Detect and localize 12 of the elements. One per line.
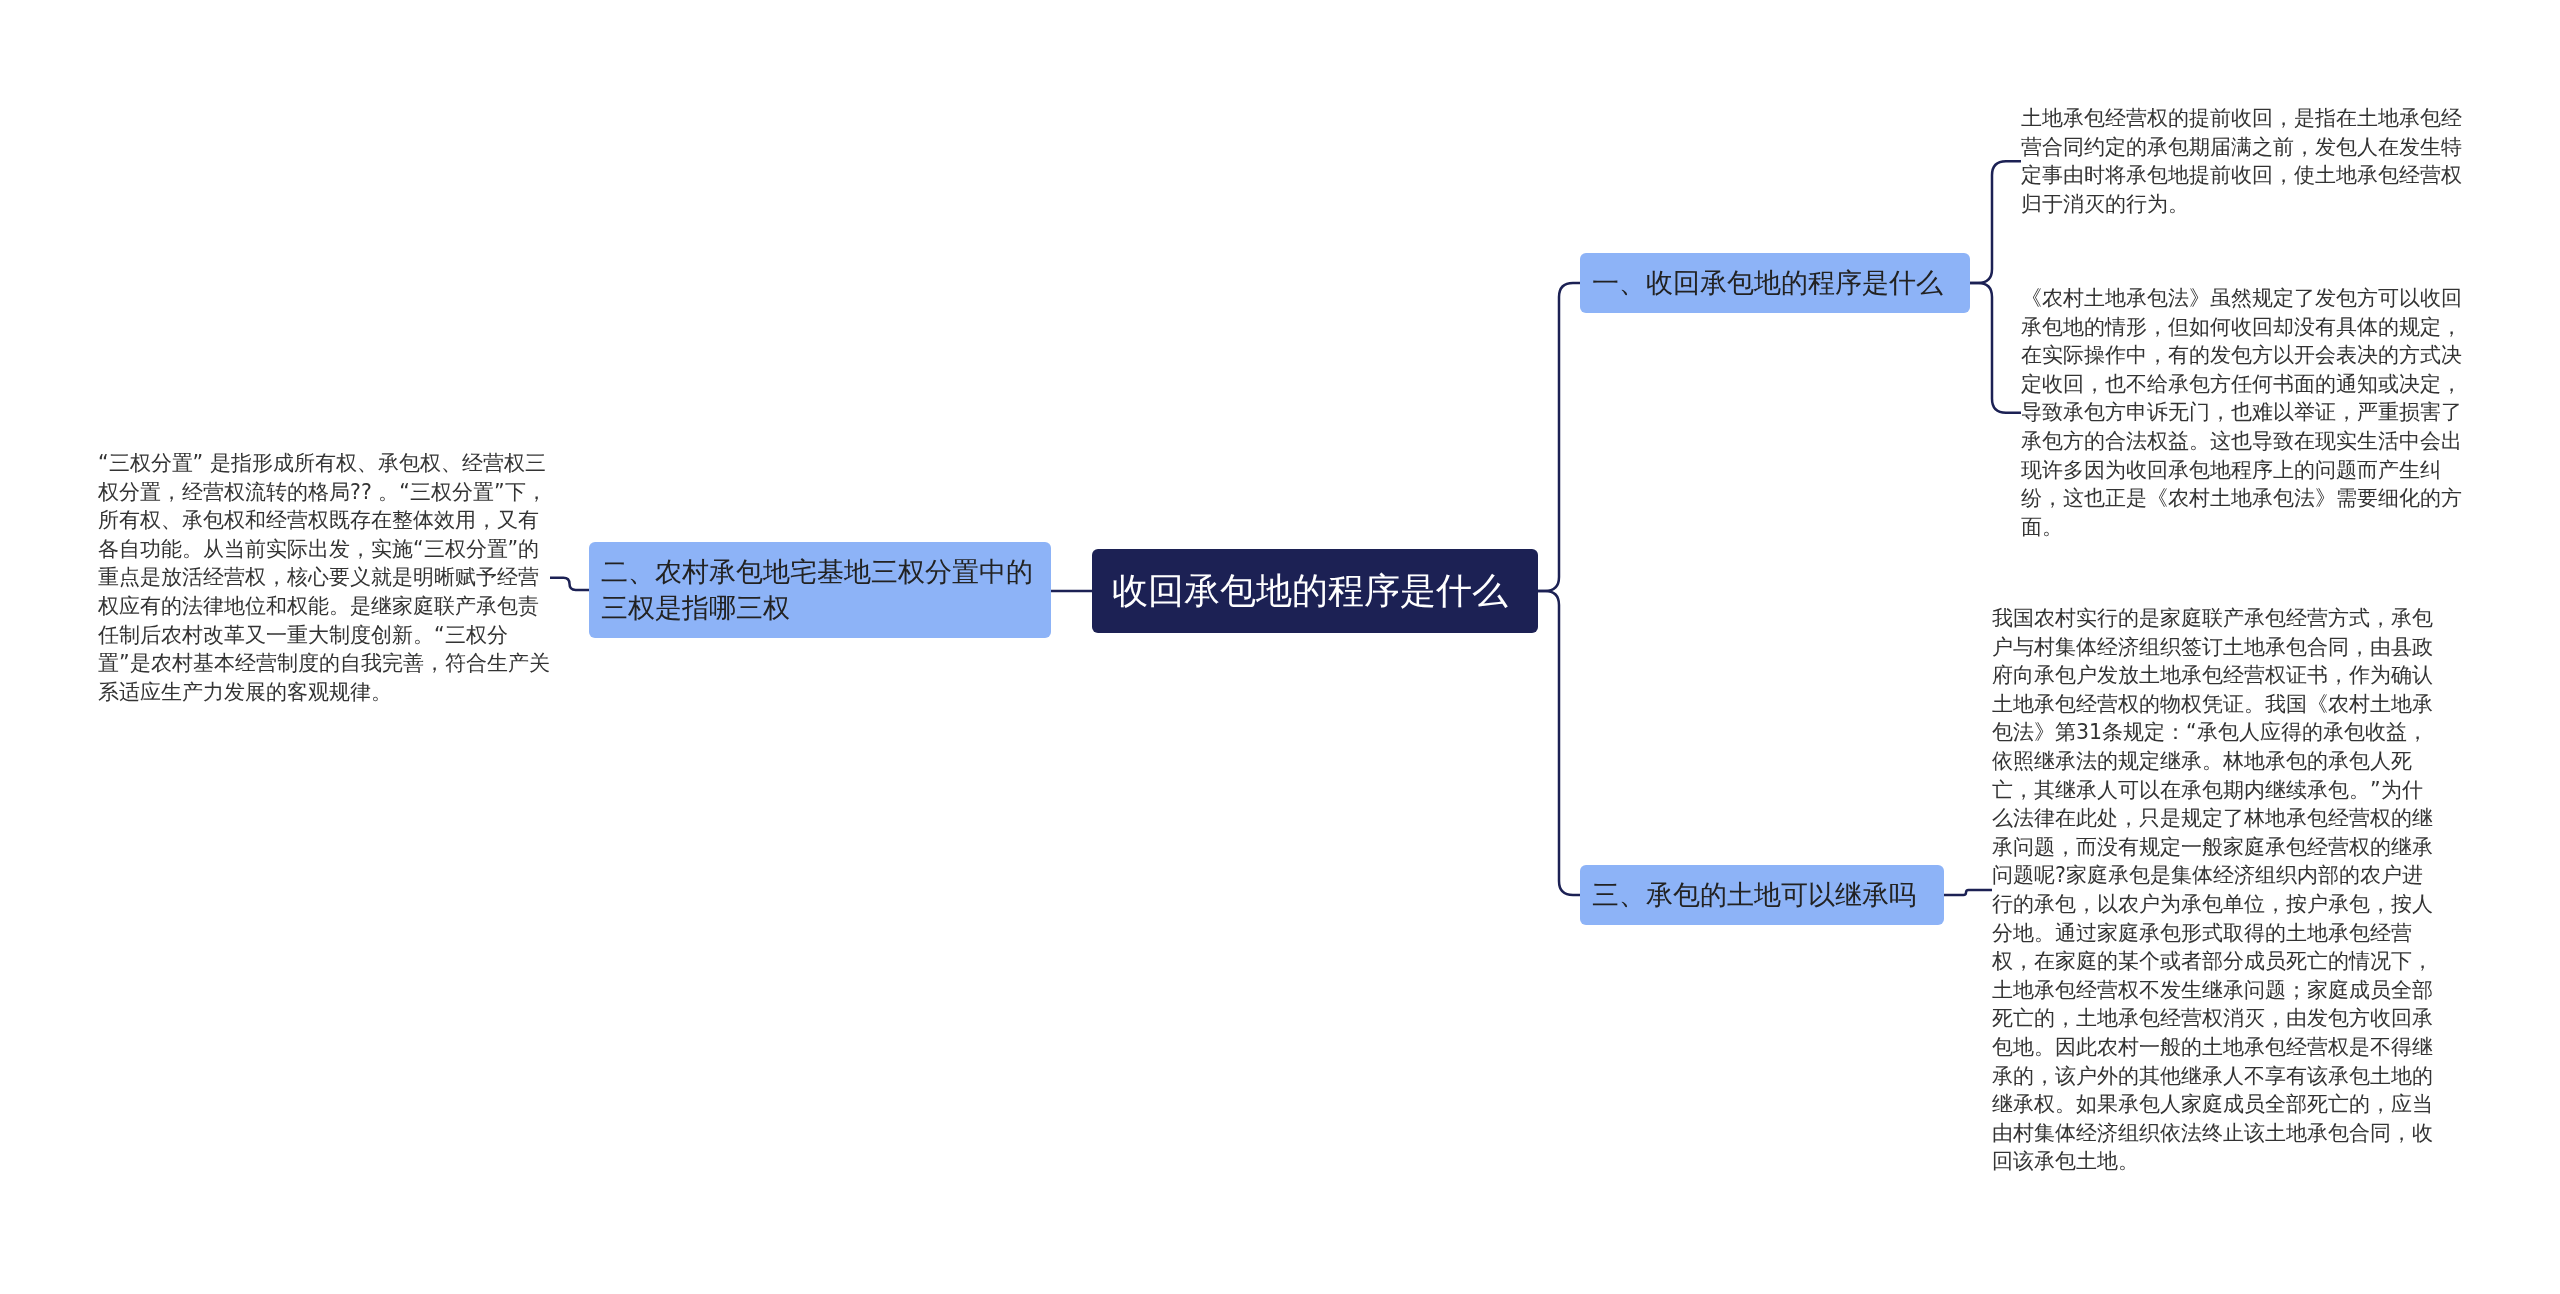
note-text: “三权分置” 是指形成所有权、承包权、经营权三权分置，经营权流转的格局?? 。“三权分置”下，所有权、承包权和经营权既存在整体效用，又有各自功能。从当前实际出发，实施“三权分置”的重点是放活经营权，核心要义就是明晰赋予经营权应有的法律地位和权能。是继家庭联产承包责任制后农村改革又一重大制度创新。“三权分置”是农村基本经营制度的自我完善，符合生产关系适应生产力发展的客观规律。 xyxy=(98,449,550,707)
note-text: 《农村土地承包法》虽然规定了发包方可以收回承包地的情形，但如何收回却没有具体的规定，在实际操作中，有的发包方以开会表决的方式决定收回，也不给承包方任何书面的通知或决定，导致承包方申诉无门，也难以举证，严重损害了承包方的合法权益。这也导致在现实生活中会出现许多因为收回承包地程序上的问题而产生纠纷，这也正是《农村土地承包法》需要细化的方面。 xyxy=(2021,284,2466,542)
connector-line xyxy=(1538,589,1580,897)
topic-box: 三、承包的土地可以继承吗 xyxy=(1580,865,1944,925)
connector-line xyxy=(1944,888,1992,897)
connector-line xyxy=(1051,589,1092,593)
note-text: 我国农村实行的是家庭联产承包经营方式，承包户与村集体经济组织签订土地承包合同，由县政府向承包户发放土地承包经营权证书，作为确认土地承包经营权的物权凭证。我国《农村土地承包法》第31条规定：“承包人应得的承包收益，依照继承法的规定继承。林地承包的承包人死亡，其继承人可以在承包期内继续承包。”为什么法律在此处，只是规定了林地承包经营权的继承问题，而没有规定一般家庭承包经营权的继承问题呢?家庭承包是集体经济组织内部的农户进行的承包，以农户为承包单位，按户承包，按人分地。通过家庭承包形式取得的土地承包经营权，在家庭的某个或者部分成员死亡的情况下，土地承包经营权不发生继承问题；家庭成员全部死亡的，土地承包经营权消灭，由发包方收回承包地。因此农村一般的土地承包经营权是不得继承的，该户外的其他继承人不享有该承包土地的继承权。如果承包人家庭成员全部死亡的，应当由村集体经济组织依法终止该土地承包合同，收回该承包土地。 xyxy=(1992,604,2437,1176)
connector-line xyxy=(550,576,589,592)
central-topic: 收回承包地的程序是什么 xyxy=(1092,549,1538,633)
topic-box: 一、收回承包地的程序是什么 xyxy=(1580,253,1970,313)
topic-box: 二、农村承包地宅基地三权分置中的三权是指哪三权 xyxy=(589,542,1051,638)
note-text: 土地承包经营权的提前收回，是指在土地承包经营合同约定的承包期届满之前，发包人在发生特定事由时将承包地提前收回，使土地承包经营权归于消灭的行为。 xyxy=(2021,104,2466,219)
